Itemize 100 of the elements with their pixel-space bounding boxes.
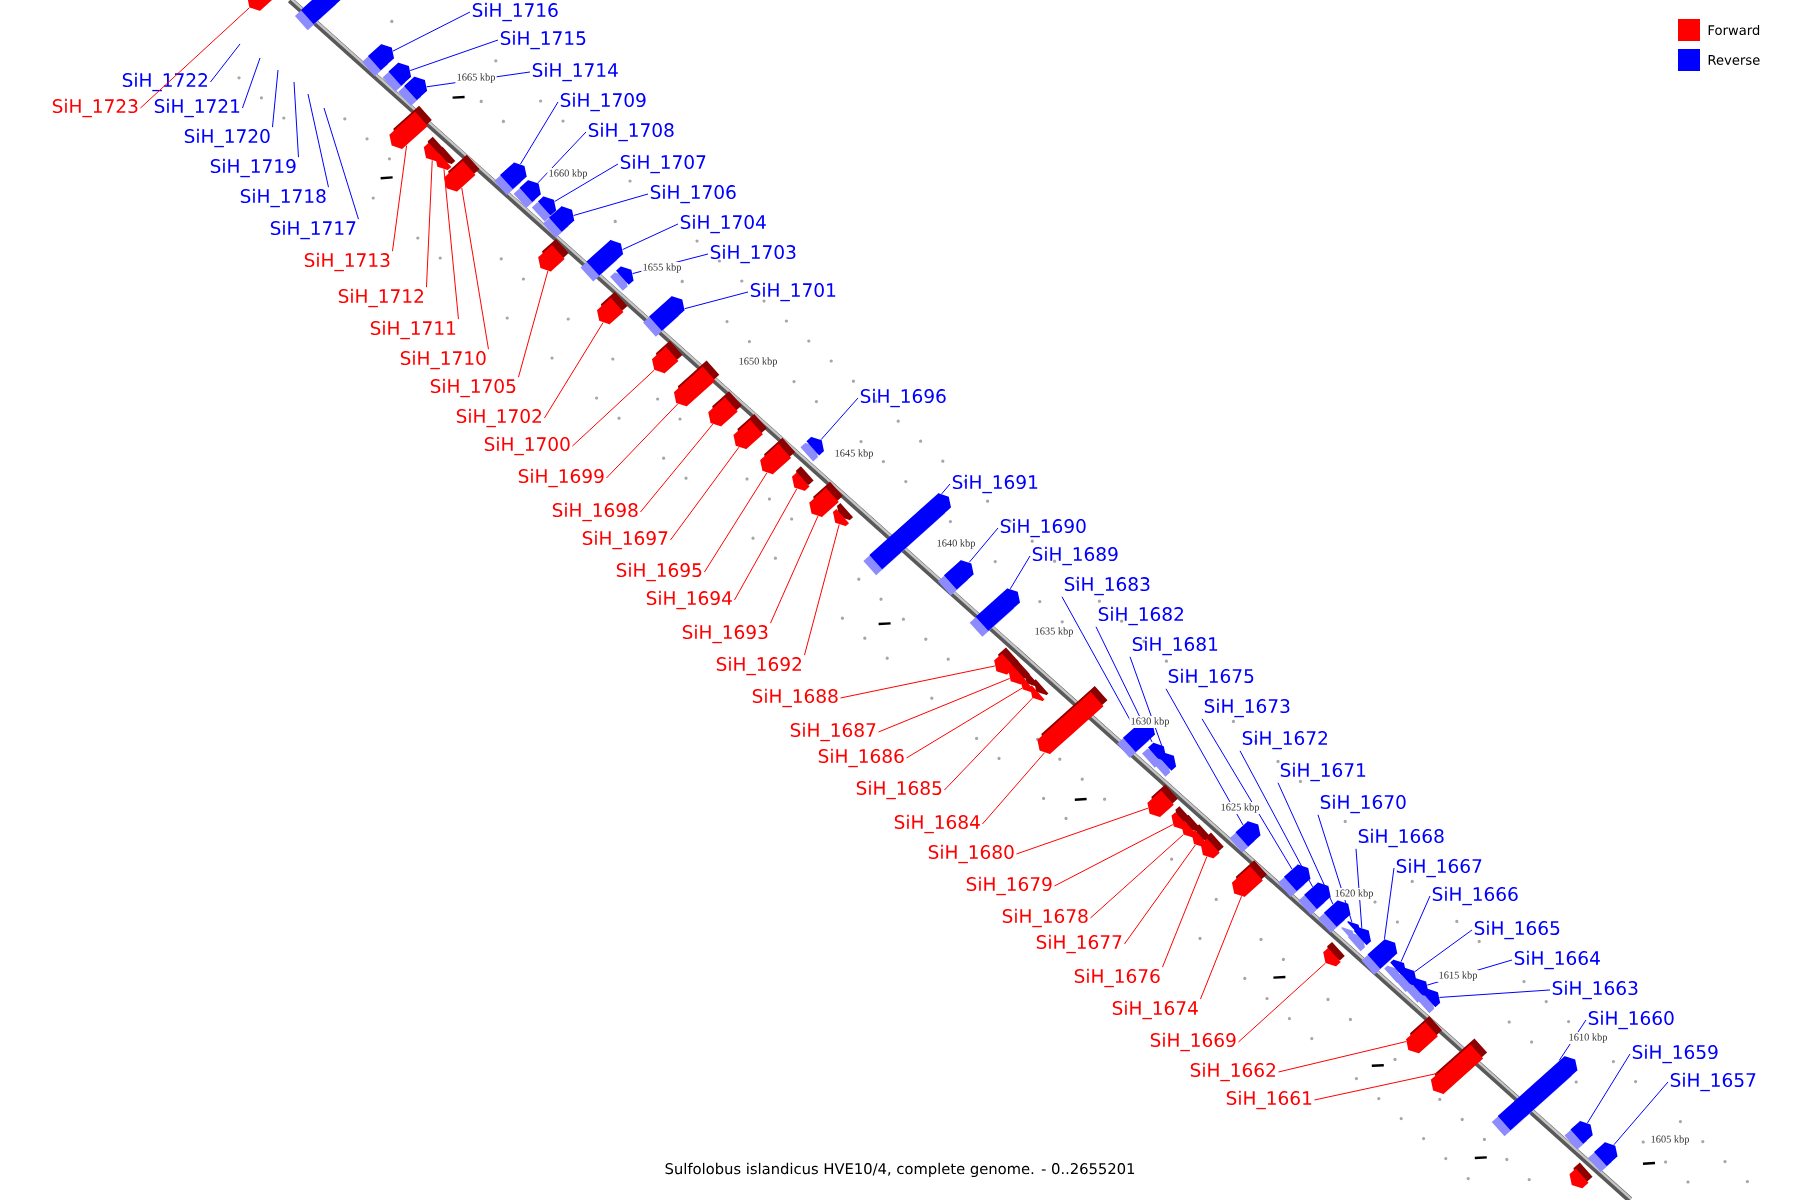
gene-block <box>969 588 1021 637</box>
gene-block <box>538 238 569 272</box>
leader-line <box>1426 959 1513 986</box>
gene-block <box>643 295 685 337</box>
leader-line <box>1613 1081 1669 1146</box>
gene-block <box>435 146 456 171</box>
gene-block <box>1347 926 1372 952</box>
gene-block <box>444 154 480 192</box>
leader-line <box>622 223 679 251</box>
gene-label: SiH_1716 <box>472 2 558 22</box>
gene-label: SiH_1685 <box>856 780 942 800</box>
gene-label: SiH_1700 <box>484 436 570 456</box>
leader-line <box>1383 867 1395 940</box>
leader-line <box>1095 626 1153 743</box>
gene-label: SiH_1675 <box>1168 668 1254 688</box>
gene-label: SiH_1683 <box>1064 576 1150 596</box>
leader-line <box>1161 856 1208 968</box>
leader-line <box>443 168 459 320</box>
leader-line <box>1355 848 1363 929</box>
gene-block <box>938 559 974 596</box>
leader-line <box>1123 844 1196 945</box>
gene-label: SiH_1670 <box>1320 794 1406 814</box>
gene-label: SiH_1667 <box>1396 858 1482 878</box>
gene-block <box>389 105 432 150</box>
gene-label: SiH_1676 <box>1074 968 1160 988</box>
leader-line <box>392 11 471 52</box>
leader-line <box>703 472 768 573</box>
gene-label: SiH_1661 <box>1226 1090 1312 1110</box>
gene-label: SiH_1657 <box>1670 1072 1756 1092</box>
gene-label: SiH_1717 <box>270 220 356 240</box>
leader-line <box>1201 718 1293 870</box>
gene-block <box>362 43 395 77</box>
gene-block <box>596 291 628 325</box>
leader-line <box>426 159 433 288</box>
gene-label: SiH_1684 <box>894 814 980 834</box>
gene-label: SiH_1695 <box>616 562 702 582</box>
leader-line <box>461 187 489 350</box>
gene-block <box>1430 1038 1488 1095</box>
gene-label: SiH_1681 <box>1132 636 1218 656</box>
gene-label: SiH_1666 <box>1432 886 1518 906</box>
leader-line <box>1414 929 1473 973</box>
gene-label: SiH_1682 <box>1098 606 1183 626</box>
gene-block <box>1029 679 1049 702</box>
leader-line <box>1015 807 1149 855</box>
gene-label: SiH_1687 <box>790 722 876 742</box>
gene-label: SiH_1723 <box>52 98 138 118</box>
gene-block <box>1323 941 1345 967</box>
leader-line <box>1239 750 1314 888</box>
gene-block <box>1200 832 1224 859</box>
gene-label: SiH_1696 <box>860 388 946 408</box>
leader-line <box>1009 555 1031 590</box>
gene-label: SiH_1659 <box>1632 1044 1718 1064</box>
gene-label: SiH_1718 <box>240 188 326 208</box>
leader-line <box>905 687 1023 759</box>
gene-label: SiH_1693 <box>682 624 768 644</box>
gene-label: SiH_1703 <box>710 244 796 264</box>
leader-line <box>140 7 250 109</box>
leader-line <box>517 270 549 378</box>
gene-label: SiH_1697 <box>582 530 668 550</box>
leader-line <box>1053 824 1174 887</box>
leader-line <box>1277 782 1334 905</box>
gene-label: SiH_1711 <box>370 320 456 340</box>
gene-block <box>651 340 683 374</box>
gene-label: SiH_1706 <box>650 184 736 204</box>
gene-block <box>1037 686 1108 755</box>
gene-block <box>791 466 814 492</box>
gene-label: SiH_1720 <box>184 128 270 148</box>
leader-line <box>684 291 749 310</box>
gene-label: SiH_1679 <box>966 876 1052 896</box>
leader-line <box>571 369 655 447</box>
gene-label: SiH_1708 <box>588 122 674 142</box>
leader-line <box>877 677 1011 733</box>
gene-label: SiH_1698 <box>552 502 638 522</box>
leader-line <box>293 81 299 158</box>
leader-line <box>392 145 408 252</box>
gene-label: SiH_1699 <box>518 468 604 488</box>
leader-line <box>519 101 559 165</box>
gene-label: SiH_1662 <box>1190 1062 1275 1082</box>
leader-line <box>1317 814 1353 923</box>
gene-block <box>1231 860 1267 897</box>
gene-block <box>832 503 854 527</box>
gene-label: SiH_1664 <box>1514 950 1600 970</box>
leader-line <box>1313 1072 1438 1101</box>
gene-label: SiH_1672 <box>1242 730 1327 750</box>
gene-label: SiH_1710 <box>400 350 486 370</box>
leader-line <box>242 57 261 109</box>
leader-line <box>1237 962 1326 1043</box>
gene-block <box>1569 1162 1593 1189</box>
gene-block <box>800 436 825 462</box>
gene-label: SiH_1714 <box>532 62 618 82</box>
leader-line <box>1165 688 1244 826</box>
gene-block <box>1588 1142 1618 1173</box>
gene-block <box>294 0 343 31</box>
gene-block <box>708 391 742 427</box>
leader-line <box>839 665 996 699</box>
gene-block <box>1147 784 1178 818</box>
leader-line <box>554 163 619 202</box>
gene-block <box>531 196 557 222</box>
gene-block <box>760 437 796 475</box>
gene-label: SiH_1705 <box>430 378 516 398</box>
